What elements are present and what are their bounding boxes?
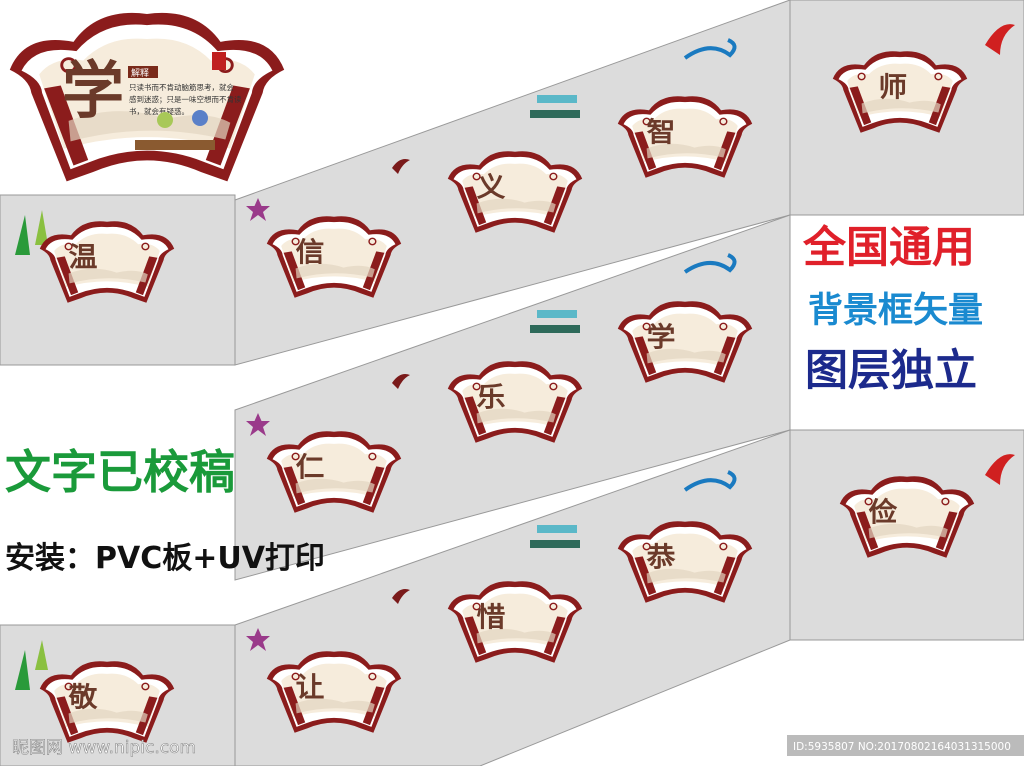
panel-character: 温 xyxy=(69,242,98,274)
note-independent-layers: 图层独立 xyxy=(805,346,977,396)
note-nationwide: 全国通用 xyxy=(802,223,975,273)
fan-panel: 恭 xyxy=(617,520,753,604)
seal-stamp xyxy=(212,52,226,70)
watermark-id: ID:5935807 NO:20170802164031315000 xyxy=(793,741,1011,753)
watermark-logo: 昵图网 www.nipic.com xyxy=(12,738,196,758)
fan-panel: 乐 xyxy=(447,360,583,444)
panel-character: 信 xyxy=(296,237,325,269)
fan-panel: 温 xyxy=(39,220,175,304)
decorations xyxy=(15,24,1015,690)
fan-panel: 仁 xyxy=(266,430,402,514)
fan-panel: 敬 xyxy=(39,660,175,744)
fan-panels: 师 智 义 信 温 学 乐 仁 俭 恭 惜 让 敬 xyxy=(39,50,975,744)
main-panel-character: 学 xyxy=(62,54,124,127)
sail-icon xyxy=(15,650,30,690)
main-fan-panel: 学 解释 只读书而不肯动脑筋思考，就会 感到迷惑；只是一味空想而不肯读 书，就会… xyxy=(8,11,286,183)
main-panel-text-line3: 书，就会有疑惑。 xyxy=(129,106,189,116)
cloud-icon xyxy=(683,253,737,274)
fan-panel: 俭 xyxy=(839,475,975,559)
panel-character: 乐 xyxy=(477,382,506,414)
panel-character: 仁 xyxy=(296,452,325,484)
stripe-icon xyxy=(537,310,577,318)
main-panel-text-line1: 只读书而不肯动脑筋思考，就会 xyxy=(129,82,234,92)
fan-panel: 义 xyxy=(447,150,583,234)
illustration-desk xyxy=(135,140,215,150)
panel-character: 敬 xyxy=(68,682,99,714)
panel-character: 恭 xyxy=(646,542,676,574)
label-tag xyxy=(128,66,158,78)
panel-character: 师 xyxy=(878,72,907,104)
fan-panel: 信 xyxy=(266,215,402,299)
sail-icon xyxy=(35,640,48,670)
panel-character: 学 xyxy=(647,322,676,354)
panel-character: 义 xyxy=(477,172,506,204)
dove-icon xyxy=(985,454,1015,485)
panel-character: 智 xyxy=(647,117,676,149)
note-installation: 安装：PVC板+UV打印 xyxy=(5,541,325,576)
panel-character: 俭 xyxy=(869,497,898,529)
sail-icon xyxy=(35,210,48,245)
watermark-id-bg xyxy=(787,735,1024,756)
fan-panel: 让 xyxy=(266,650,402,734)
stripe-icon xyxy=(530,540,580,548)
fan-panel: 智 xyxy=(617,95,753,179)
stripe-icon xyxy=(537,95,577,103)
panel-character: 让 xyxy=(296,672,325,704)
note-text-proofread: 文字已校稿 xyxy=(5,445,235,499)
cloud-icon xyxy=(683,38,737,60)
stripe-icon xyxy=(530,325,580,333)
sail-icon xyxy=(15,215,30,255)
illustration-child xyxy=(157,112,173,128)
illustration-child xyxy=(192,110,208,126)
main-panel-label: 解释 xyxy=(131,67,149,79)
fan-panel: 师 xyxy=(832,50,968,134)
cloud-icon xyxy=(683,470,737,492)
stripe-icon xyxy=(537,525,577,533)
stripe-icon xyxy=(530,110,580,118)
fan-panel: 惜 xyxy=(447,580,583,664)
note-vector-frame: 背景框矢量 xyxy=(808,291,983,331)
main-panel-text-line2: 感到迷惑；只是一味空想而不肯读 xyxy=(129,94,242,104)
dove-icon xyxy=(985,24,1015,55)
fan-panel: 学 xyxy=(617,300,753,384)
panel-character: 惜 xyxy=(477,602,506,634)
